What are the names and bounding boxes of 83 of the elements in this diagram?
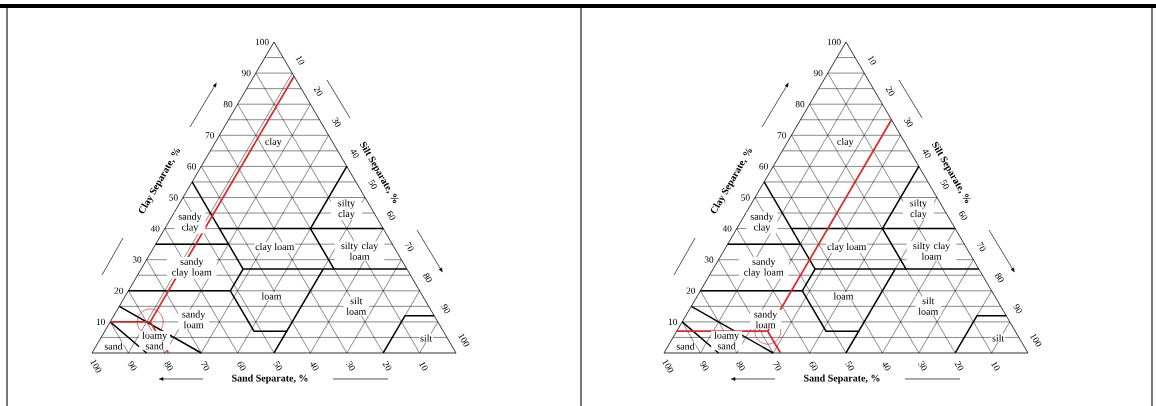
tick-label: 70 [205, 132, 215, 139]
tick-label: 50 [845, 361, 855, 371]
tick-label: 100 [255, 38, 269, 46]
tick-label: 100 [90, 359, 102, 373]
texture-class-label: silty clay loam [334, 241, 385, 261]
tick-label: 30 [132, 256, 142, 263]
tick-label: 100 [1030, 333, 1042, 347]
tick-label: 80 [164, 361, 173, 371]
texture-class-label: clay [836, 137, 855, 148]
tick-label: 20 [114, 287, 124, 294]
texture-class-label: loam [832, 291, 855, 301]
texture-class-label: sand [675, 341, 696, 351]
tick-label: 60 [237, 361, 246, 371]
tick-label: 10 [96, 318, 105, 326]
tick-label: 40 [150, 225, 160, 232]
texture-class-label: silty clay [902, 198, 934, 220]
tick-label: 50 [273, 361, 283, 371]
texture-class-label: clay loam [826, 242, 868, 253]
tick-label: 60 [959, 211, 968, 221]
tick-label: 80 [795, 101, 805, 108]
tick-label: 10 [419, 361, 428, 371]
tick-label: 30 [903, 117, 913, 127]
texture-class-label: clay loam [254, 242, 296, 253]
tick-label: 30 [346, 361, 355, 371]
tick-label: 30 [918, 361, 927, 371]
texture-class-label: sand [103, 341, 124, 351]
tick-label: 100 [458, 333, 470, 347]
tick-label: 20 [954, 361, 964, 371]
tick-label: 90 [1013, 304, 1022, 314]
tick-label: 90 [441, 304, 450, 314]
texture-class-label: sandy loam [750, 309, 782, 330]
texture-class-label: silt loam [915, 296, 942, 316]
texture-class-label: sandy loam [178, 309, 210, 330]
tick-label: 100 [662, 359, 674, 373]
tick-label: 90 [699, 361, 709, 371]
texture-class-label: silty clay [331, 198, 362, 220]
texture-class-label: sandy clay loam [738, 257, 789, 279]
texture-class-label: silt loam [343, 296, 370, 316]
tick-label: 30 [331, 117, 341, 127]
tick-label: 40 [310, 362, 319, 371]
tick-label: 20 [382, 361, 392, 371]
tick-label: 70 [777, 132, 787, 139]
tick-label: 100 [827, 38, 841, 46]
texture-class-label: sandy clay [746, 212, 778, 234]
tick-label: 40 [722, 225, 732, 232]
tick-label: 20 [313, 86, 323, 96]
texture-class-label: loamy sand [139, 330, 171, 351]
tick-label: 10 [668, 318, 677, 326]
tick-label: 70 [200, 360, 210, 371]
tick-label: 80 [423, 273, 432, 283]
tick-label: 40 [923, 150, 931, 158]
tick-label: 70 [772, 360, 782, 371]
texture-class-label: clay [264, 137, 283, 148]
texture-class-label: sandy clay loam [166, 257, 217, 279]
tick-label: 20 [686, 287, 696, 294]
texture-class-label: silt [419, 333, 434, 343]
tick-label: 90 [241, 69, 251, 77]
tick-label: 50 [741, 194, 750, 201]
texture-class-label: sandy clay [174, 212, 206, 234]
tick-label: 80 [223, 101, 233, 108]
texture-class-label: silt [991, 333, 1006, 343]
tick-label: 80 [736, 361, 745, 371]
tick-label: 90 [813, 69, 823, 77]
axis-title: Sand Separate, % [232, 374, 308, 384]
tick-label: 30 [704, 256, 714, 263]
tick-label: 40 [351, 150, 359, 158]
tick-label: 70 [976, 241, 986, 252]
tick-label: 60 [809, 361, 818, 371]
tick-label: 10 [991, 361, 1000, 371]
tick-label: 60 [759, 163, 768, 170]
tick-label: 10 [295, 55, 305, 65]
tick-label: 10 [867, 55, 877, 65]
tick-label: 40 [882, 362, 891, 371]
tick-label: 90 [127, 361, 137, 371]
texture-class-label: loam [260, 291, 283, 301]
tick-label: 80 [995, 273, 1004, 283]
tick-label: 20 [885, 86, 895, 96]
tick-label: 60 [187, 163, 196, 170]
tick-label: 50 [169, 194, 178, 201]
texture-class-label: silty clay loam [906, 241, 957, 261]
axis-title: Sand Separate, % [804, 374, 880, 384]
tick-label: 60 [387, 211, 396, 221]
tick-label: 70 [404, 241, 414, 252]
